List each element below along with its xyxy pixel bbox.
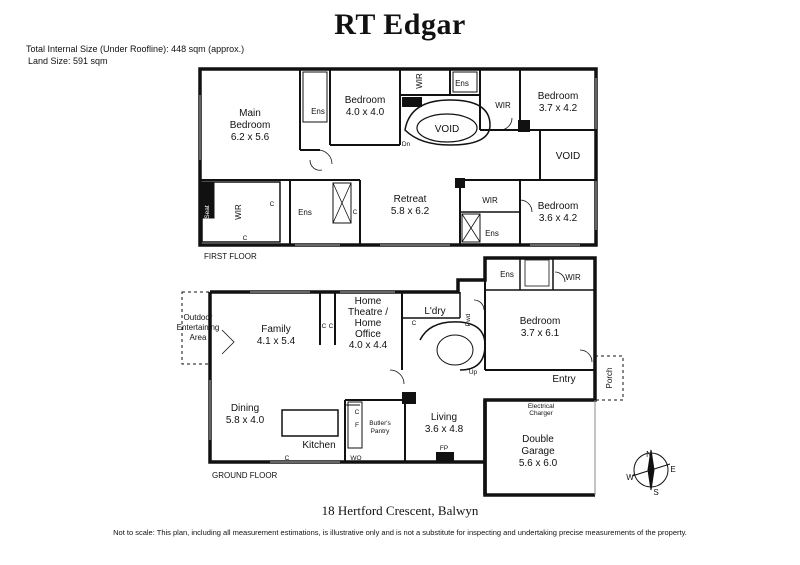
closet-label: C [243,235,248,242]
bedroom-ground-label: Bedroom [520,316,561,327]
garage-size: 5.6 x 6.0 [519,458,558,469]
charger-label-2: Charger [529,410,553,417]
void-stair-label: VOID [435,124,459,135]
compass-w: W [626,473,634,482]
ens-c-label: Ens [298,208,312,217]
retreat-label: Retreat [394,194,427,205]
main-bedroom-size: 6.2 x 5.6 [231,132,270,143]
closet-label: C [353,209,358,216]
void-right-label: VOID [556,151,580,162]
kitchen-label: Kitchen [302,440,335,451]
bedroom-3-label: Bedroom [538,201,579,212]
fireplace-label: FP [440,445,448,452]
porch-label: Porch [605,368,614,389]
dining-label: Dining [231,403,259,414]
outdoor-label: Outdoor [184,313,213,322]
bedroom-3-size: 3.6 x 4.2 [539,213,578,224]
fridge-label: F [355,422,359,429]
closet-label: C [322,323,327,330]
closet-label: C [329,323,334,330]
bedroom-2-label: Bedroom [538,91,579,102]
ens-d-label: Ens [485,229,499,238]
compass-n: N [646,450,652,459]
closet-label: C [355,409,360,416]
closet-label: C [412,320,417,327]
theatre-label-1: Home [355,296,382,307]
ens-b-label: Ens [455,79,469,88]
main-bedroom-label: Main [239,108,261,119]
land-size: Land Size: 591 sqm [28,56,108,66]
dining-size: 5.8 x 4.0 [226,415,265,426]
wir-d-label: WIR [482,196,498,205]
theatre-label-3: Home [355,318,382,329]
compass [631,449,671,491]
outdoor-label-2: Entertaining [177,323,220,332]
bedroom-1-size: 4.0 x 4.0 [346,107,385,118]
ground-floor-plan [181,256,624,497]
property-address: 18 Hertford Crescent, Balwyn [321,503,479,518]
wir-a-label: WIR [415,73,424,89]
up-label: Up [469,369,478,376]
entry-label: Entry [552,374,575,385]
charger-label: Electrical [528,403,555,410]
butlers-label: Butler's [369,420,391,427]
garage-label: Double [522,434,554,445]
closet-label: C [270,201,275,208]
ens-a-label: Ens [311,107,325,116]
main-bedroom-label-2: Bedroom [230,120,271,131]
ground-floor-labels: Outdoor Entertaining Area Family 4.1 x 5… [177,270,614,480]
family-label: Family [261,324,290,335]
dn-label: Dn [402,141,411,148]
wall-oven-label: WO [350,455,361,462]
disclaimer: Not to scale: This plan, including all m… [113,528,687,537]
bedroom-2-size: 3.7 x 4.2 [539,103,578,114]
family-size: 4.1 x 5.4 [257,336,296,347]
first-floor-labels: Main Bedroom 6.2 x 5.6 Bedroom 4.0 x 4.0… [204,73,580,261]
laundry-label: L'dry [424,306,445,317]
compass-s: S [653,488,658,497]
garage-label-2: Garage [521,446,555,457]
powder-label: Pwd [465,313,472,326]
theatre-label-2: Theatre / [348,307,388,318]
ground-floor-title: GROUND FLOOR [212,471,278,480]
outdoor-label-3: Area [190,333,207,342]
wir-ground-label: WIR [565,273,581,282]
internal-size: Total Internal Size (Under Roofline): 44… [26,44,245,54]
wir-c-label: WIR [234,204,243,220]
theatre-size: 4.0 x 4.4 [349,340,388,351]
seat-label: Seat [204,205,211,219]
ens-ground-label: Ens [500,270,514,279]
theatre-label-4: Office [355,329,381,340]
bedroom-ground-size: 3.7 x 6.1 [521,328,560,339]
first-floor-title: FIRST FLOOR [204,252,257,261]
brand-logo: RT Edgar [334,8,466,41]
retreat-size: 5.8 x 6.2 [391,206,430,217]
butlers-label-2: Pantry [371,428,391,435]
compass-e: E [670,465,675,474]
bedroom-1-label: Bedroom [345,95,386,106]
first-floor-plan [198,67,598,247]
closet-label: C [285,455,290,462]
wir-b-label: WIR [495,101,511,110]
living-label: Living [431,412,457,423]
living-size: 3.6 x 4.8 [425,424,464,435]
